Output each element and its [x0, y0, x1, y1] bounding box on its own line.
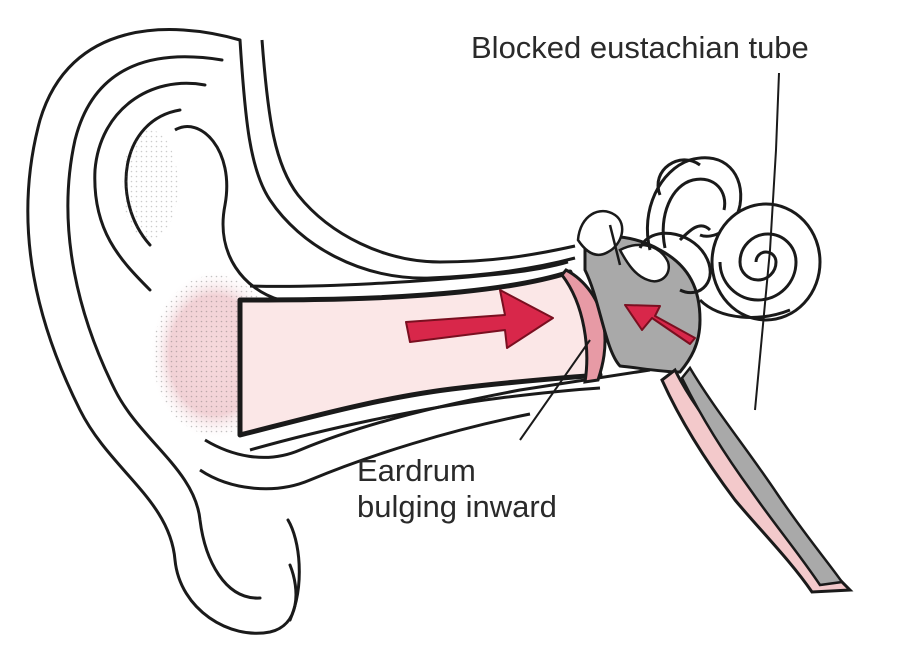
eardrum-label: Eardrum bulging inward	[357, 453, 557, 525]
eardrum-label-line2: bulging inward	[357, 489, 557, 525]
eardrum-label-line1: Eardrum	[357, 453, 557, 489]
cochlea-icon	[700, 204, 820, 320]
blocked-eustachian-tube-label: Blocked eustachian tube	[471, 30, 809, 66]
